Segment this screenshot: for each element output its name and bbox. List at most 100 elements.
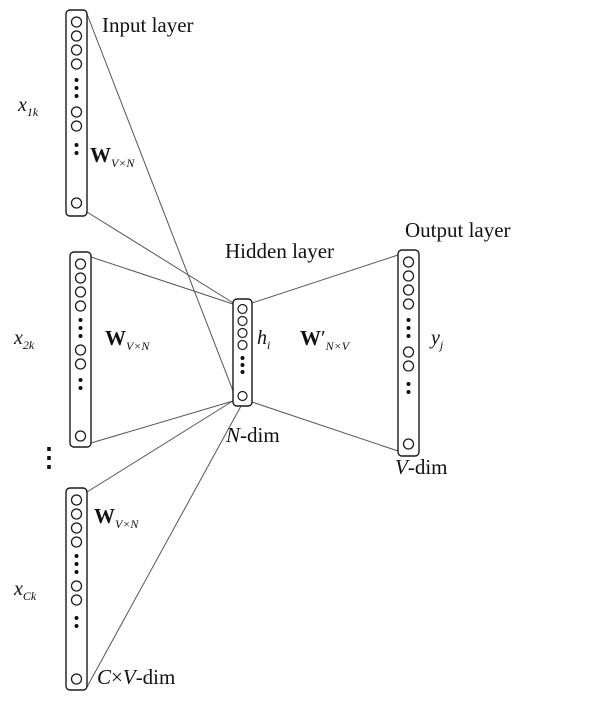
- neuron-node: [74, 272, 87, 284]
- y-label: yj: [431, 327, 443, 351]
- neuron-node: [402, 284, 415, 296]
- neuron-node: [237, 303, 248, 315]
- neuron-node: [74, 258, 87, 270]
- cv-dim-v: V: [122, 665, 136, 689]
- neuron-node: [70, 120, 83, 132]
- h-label: hi: [257, 327, 271, 352]
- neuron-node: [402, 438, 415, 450]
- x2k-label: x2k: [14, 327, 34, 351]
- cv-dim-rest: -dim: [135, 665, 176, 689]
- neuron-node: [402, 298, 415, 310]
- xck-label: xCk: [14, 578, 36, 602]
- connection-line: [251, 401, 399, 452]
- output-layer-label-text: Output layer: [405, 218, 511, 242]
- cv-dim-label: C×V-dim: [97, 665, 176, 689]
- x2k-base: x: [14, 327, 23, 349]
- w-prime-sub: N×V: [325, 339, 350, 354]
- neuron-node: [70, 494, 83, 506]
- neuron-node: [70, 536, 83, 548]
- ellipsis-dot: [406, 382, 411, 386]
- neuron-node: [237, 339, 248, 351]
- x1k-base: x: [18, 94, 27, 116]
- neuron-node: [237, 390, 248, 402]
- connection-line: [86, 211, 236, 305]
- ellipsis-dot: [78, 386, 83, 390]
- w-prime-base: W: [300, 326, 321, 350]
- ellipsis-dot: [78, 318, 83, 322]
- w-input2-sub: V×N: [126, 339, 150, 354]
- input-layer-label-text: Input layer: [102, 13, 194, 37]
- w-input2-label: WV×N: [105, 326, 150, 354]
- neuron-node: [402, 360, 415, 372]
- neuron-node: [70, 44, 83, 56]
- v-dim-var: V: [395, 455, 408, 479]
- input-layer-label: Input layer: [102, 13, 194, 37]
- ellipsis-dot: [406, 334, 411, 338]
- vertical-ellipsis: ⋮: [36, 445, 62, 471]
- neuron-node: [402, 346, 415, 358]
- connection-line: [90, 256, 234, 305]
- ellipsis-dot: [240, 370, 245, 374]
- cv-dim-times: ×: [111, 665, 123, 689]
- ellipsis-dot: [74, 143, 79, 147]
- neuron-node: [74, 430, 87, 442]
- neuron-node: [74, 358, 87, 370]
- ellipsis-dot: [78, 334, 83, 338]
- w-input3-base: W: [94, 504, 115, 528]
- neuron-node: [74, 286, 87, 298]
- w-prime-label: W′N×V: [300, 326, 350, 354]
- y-base: y: [431, 327, 440, 349]
- hidden-column: [232, 298, 253, 407]
- neuron-node: [74, 300, 87, 312]
- n-dim-var: N: [226, 423, 241, 447]
- h-sub: i: [267, 338, 271, 352]
- ellipsis-dot: [406, 390, 411, 394]
- ellipsis-dot: [74, 554, 79, 558]
- neuron-node: [70, 580, 83, 592]
- h-base: h: [257, 327, 267, 349]
- connection-line: [86, 13, 236, 397]
- hidden-layer-label: Hidden layer: [225, 239, 335, 263]
- neuron-node: [70, 508, 83, 520]
- neuron-node: [70, 16, 83, 28]
- n-dim-rest: -dim: [240, 423, 280, 447]
- neuron-node: [402, 270, 415, 282]
- x1k-sub: 1k: [26, 105, 39, 119]
- x1k-label: x1k: [18, 94, 39, 119]
- v-dim-label: V-dim: [395, 455, 448, 479]
- xck-base: x: [14, 578, 23, 600]
- w-input1-base: W: [90, 143, 111, 167]
- neuron-node: [237, 327, 248, 339]
- ellipsis-dot: [406, 318, 411, 322]
- neuron-node: [402, 256, 415, 268]
- ellipsis-dot: [78, 326, 83, 330]
- hidden-layer-label-text: Hidden layer: [225, 239, 335, 263]
- ellipsis-dot: [74, 94, 79, 98]
- neuron-node: [70, 30, 83, 42]
- v-dim-rest: -dim: [407, 455, 448, 479]
- connection-line: [90, 400, 234, 444]
- ellipsis-dot: [78, 378, 83, 382]
- input-column-1: [65, 9, 88, 217]
- connection-line: [86, 398, 237, 493]
- neuron-node: [70, 106, 83, 118]
- w-input2-base: W: [105, 326, 126, 350]
- w-input3-label: WV×N: [94, 504, 139, 532]
- ellipsis-dot: [74, 570, 79, 574]
- ellipsis-dot: [74, 624, 79, 628]
- ellipsis-dot: [74, 151, 79, 155]
- n-dim-label: N-dim: [226, 423, 280, 447]
- neuron-node: [237, 315, 248, 327]
- hidden-column-frame: [232, 298, 253, 407]
- connection-line: [86, 405, 242, 688]
- ellipsis-dot: [74, 78, 79, 82]
- ellipsis-dot: [240, 363, 245, 367]
- w-prime-mark: ′: [321, 326, 326, 350]
- w-input1-sub: V×N: [111, 156, 135, 171]
- w-input3-sub: V×N: [115, 517, 139, 532]
- ellipsis-dot: [74, 562, 79, 566]
- ellipsis-dot: [406, 326, 411, 330]
- vertical-ellipsis-text: ⋮: [36, 443, 62, 472]
- neuron-node: [70, 594, 83, 606]
